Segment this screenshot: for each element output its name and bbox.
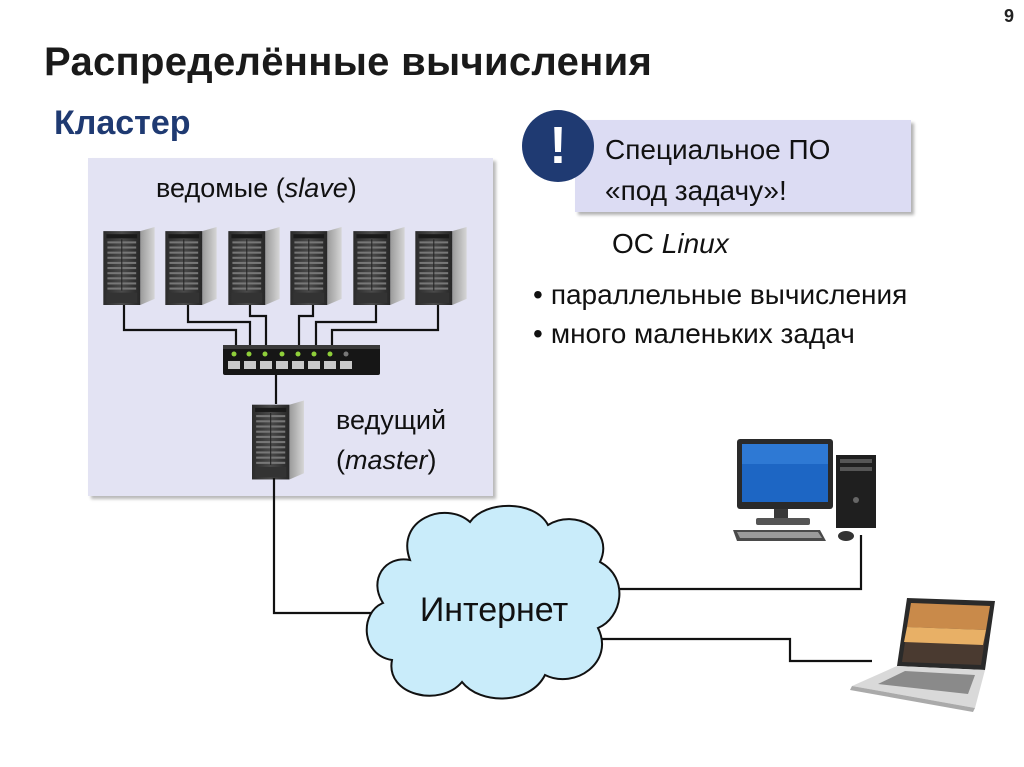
master-label: ведущий (master) xyxy=(336,400,446,480)
slave-server-icon xyxy=(415,227,468,305)
master-server-icon xyxy=(252,400,305,480)
slaves-label-prefix: ведомые ( xyxy=(156,173,285,203)
desktop-computer-icon xyxy=(733,439,876,541)
bullet-item: •параллельные вычисления xyxy=(533,279,907,311)
os-line: ОС Linux xyxy=(612,228,729,260)
internet-laptop-cable xyxy=(596,637,872,663)
slave-server-icon xyxy=(103,227,156,305)
bullet-dot-icon: • xyxy=(533,279,543,310)
laptop-icon xyxy=(850,598,995,712)
slave-server-icon xyxy=(290,227,343,305)
master-label-italic: master xyxy=(345,445,428,475)
master-label-line2: (master) xyxy=(336,440,446,480)
slave-cables xyxy=(122,305,440,352)
master-label-prefix: ( xyxy=(336,445,345,475)
slave-server-icon xyxy=(165,227,218,305)
internet-cloud-icon xyxy=(365,504,621,700)
network-switch-icon xyxy=(223,345,380,375)
bullet-dot-icon: • xyxy=(533,318,543,349)
master-label-suffix: ) xyxy=(427,445,437,475)
note-text: Специальное ПО «под задачу»! xyxy=(605,129,830,211)
slave-server-icon xyxy=(228,227,281,305)
master-label-line1: ведущий xyxy=(336,405,447,435)
slide-title: Распределённые вычисления xyxy=(44,40,653,84)
note-box xyxy=(575,120,911,212)
master-internet-cable xyxy=(272,478,385,615)
note-line1: Специальное ПО xyxy=(605,134,831,165)
bullet-item: •много маленьких задач xyxy=(533,318,855,350)
slaves-label: ведомые (slave) xyxy=(156,173,357,204)
slave-server-icon xyxy=(353,227,406,305)
slaves-label-italic: slave xyxy=(284,173,348,203)
internet-desktop-cable xyxy=(605,535,863,591)
bullet-text: много маленьких задач xyxy=(550,318,855,349)
note-line2: «под задачу»! xyxy=(605,175,787,206)
bullet-text: параллельные вычисления xyxy=(550,279,908,310)
os-prefix: ОС xyxy=(612,228,662,259)
os-name: Linux xyxy=(661,228,729,259)
section-subtitle: Кластер xyxy=(54,104,191,142)
page-number: 9 xyxy=(1003,6,1014,26)
internet-label: Интернет xyxy=(420,591,568,629)
slaves-label-suffix: ) xyxy=(347,173,357,203)
exclamation-icon: ! xyxy=(522,110,594,182)
